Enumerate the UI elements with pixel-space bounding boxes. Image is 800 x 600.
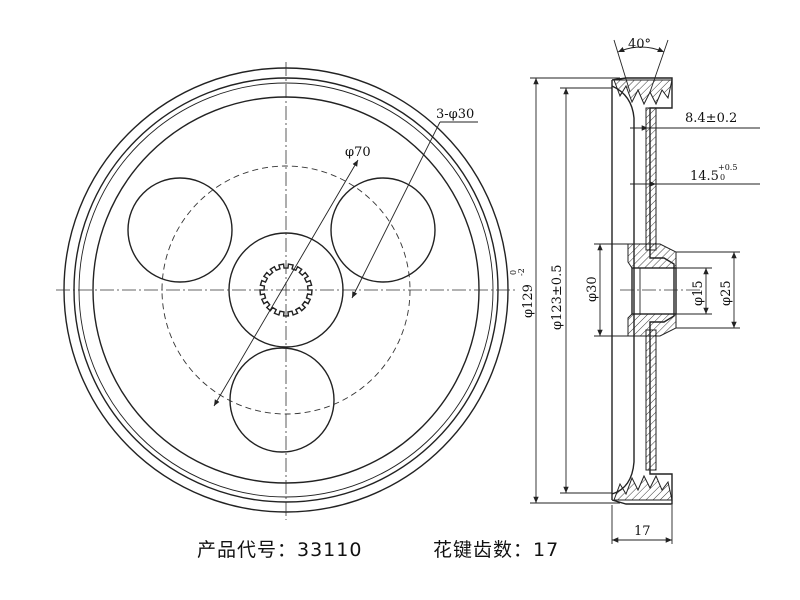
- hub-outer-dimension: φ30: [585, 276, 600, 302]
- product-code-caption: 产品代号：33110: [197, 539, 363, 561]
- spline-teeth-caption: 花键齿数：17: [433, 539, 560, 561]
- width-dimension: 17: [634, 524, 651, 539]
- web-thickness-dimension: 8.4±0.2: [685, 111, 737, 126]
- outer-dia-tol-lower: -2: [517, 268, 526, 276]
- pulley-profile-outline: [611, 77, 675, 505]
- web-section-lower: [645, 329, 657, 471]
- hub-section-upper: [627, 243, 677, 269]
- lightening-hole-top-right: [330, 177, 436, 283]
- groove-angle-dimension: 40°: [628, 37, 651, 52]
- web-section-upper: [645, 107, 657, 251]
- hole-leader-line: [351, 121, 441, 299]
- v-groove-top: [613, 79, 673, 106]
- hole-callout-label: 3-φ30: [436, 107, 474, 122]
- pitch-circle-label: φ70: [345, 145, 371, 160]
- lightening-hole-top-left: [127, 177, 233, 283]
- outer-dia-tol-upper: 0: [509, 270, 518, 275]
- v-groove-bottom: [613, 474, 673, 501]
- lightening-hole-bottom: [229, 347, 335, 453]
- outer-diameter-dimension: φ129: [521, 284, 536, 318]
- front-view: 3-φ30 φ70: [56, 62, 518, 520]
- side-section-view: 17 8.4±0.2 14.5 +0.5 0 φ30 φ15 φ25 φ129 …: [509, 37, 760, 544]
- hub-boss-dimension: φ25: [719, 280, 734, 306]
- hub-section-lower: [627, 313, 677, 337]
- hub-offset-tol-lower: 0: [720, 173, 725, 182]
- bore-dimension: φ15: [691, 280, 706, 306]
- rim-diameter-dimension: φ123±0.5: [550, 265, 565, 330]
- pitch-diameter-line: [213, 159, 359, 407]
- hub-offset-dimension: 14.5: [690, 169, 719, 184]
- hub-offset-tol-upper: +0.5: [718, 163, 737, 172]
